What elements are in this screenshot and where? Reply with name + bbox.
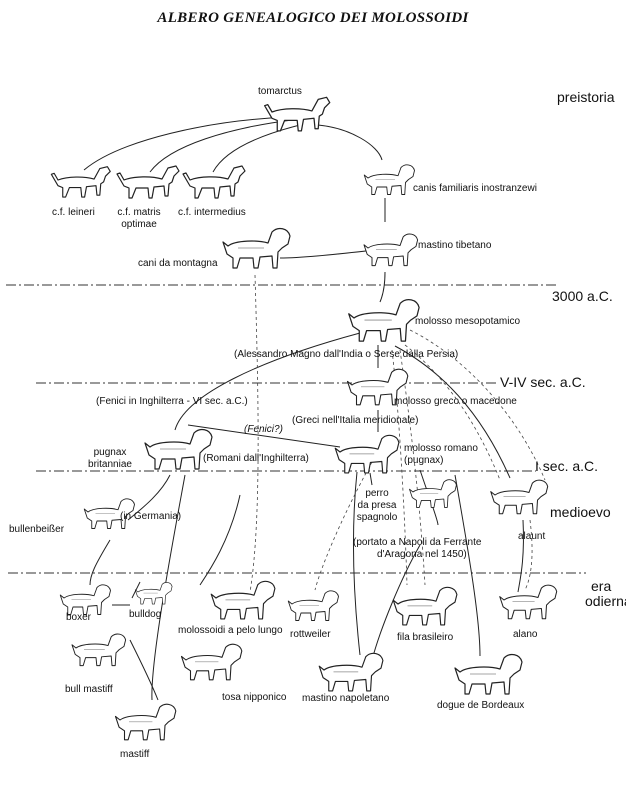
montagna-illustration (222, 227, 291, 269)
label-tosa: tosa nipponico (222, 692, 287, 703)
tosa-illustration (180, 643, 243, 681)
label-boxer: boxer (66, 612, 92, 623)
dogue-illustration (454, 653, 523, 695)
perro-illustration (409, 479, 457, 508)
tomarctus-illustration (264, 96, 331, 132)
label-montagna: cani da montagna (138, 258, 218, 269)
pelo-lungo-illustration (210, 580, 276, 620)
label-pugnax-paren: (pugnax) (404, 455, 444, 466)
label-da-presa: da presa (357, 500, 397, 511)
label-matris: c.f. matris (117, 207, 161, 218)
rottweiler-illustration (287, 590, 339, 621)
label-inostranzewi: canis familiaris inostranzewi (413, 183, 537, 194)
era-3000-ac: 3000 a.C. (552, 288, 613, 304)
label-napoletano: mastino napoletano (302, 693, 390, 704)
pugnax-illustration (144, 428, 213, 470)
tibetano-illustration (363, 233, 419, 267)
label-alano: alano (513, 629, 538, 640)
note-napoli: (portato a Napoli da Ferrante (353, 537, 482, 548)
romano-illustration (334, 434, 400, 474)
label-tomarctus: tomarctus (258, 86, 302, 97)
label-bullenbeisser: bullenbeißer (9, 524, 65, 535)
era-v-iv-sec: V-IV sec. a.C. (500, 374, 586, 390)
era-medioevo: medioevo (550, 504, 611, 520)
label-tibetano: mastino tibetano (418, 240, 492, 251)
leineri-illustration (50, 166, 111, 198)
mastiff-illustration (114, 703, 177, 741)
label-britanniae: britanniae (88, 459, 132, 470)
mesopotamico-illustration (348, 299, 420, 342)
label-dogue: dogue de Bordeaux (437, 700, 525, 711)
note-alessandro: (Alessandro Magno dall'India o Serse dal… (234, 349, 459, 360)
label-spagnolo: spagnolo (356, 512, 398, 523)
inostranzewi-illustration (363, 164, 415, 195)
note-greci-italia: (Greci nell'Italia meridionale) (292, 415, 419, 426)
label-intermedius: c.f. intermedius (178, 207, 246, 218)
era-odierna: odierna (585, 593, 626, 609)
bulldog-illustration (134, 582, 173, 605)
alano-illustration (499, 584, 558, 620)
era-dividers (6, 284, 586, 574)
era-i-sec: I sec. a.C. (535, 458, 599, 474)
diagram-title: ALBERO GENEALOGICO DEI MOLOSSOIDI (157, 10, 469, 26)
label-pugnax: pugnax (93, 447, 127, 458)
era-era: era (591, 578, 612, 594)
bull-mastiff-illustration (71, 633, 127, 667)
note-aragona: d'Aragona nel 1450) (377, 549, 467, 560)
label-leineri: c.f. leineri (52, 207, 95, 218)
boxer-illustration (59, 584, 111, 615)
note-fenici-question: (Fenici?) (244, 424, 283, 435)
note-fenici-inghilterra: (Fenici in Inghilterra - VI sec. a.C.) (96, 396, 248, 407)
label-perro: perro (365, 488, 389, 499)
label-greco: molosso greco o macedone (394, 396, 517, 407)
label-bull-mastiff: bull mastiff (65, 684, 113, 695)
era-preistoria: preistoria (557, 89, 615, 105)
label-bulldog: bulldog (129, 609, 162, 620)
alaunt-illustration (490, 479, 549, 515)
label-fila: fila brasileiro (397, 632, 454, 643)
label-rottweiler: rottweiler (290, 629, 331, 640)
note-romani-inghilterra: (Romani dall'Inghilterra) (203, 453, 309, 464)
label-mesopotamico: molosso mesopotamico (415, 316, 521, 327)
note-germania: (in Germania) (120, 511, 182, 522)
label-mastiff: mastiff (120, 749, 150, 760)
napoletano-illustration (318, 652, 384, 692)
label-romano: molosso romano (404, 443, 478, 454)
label-alaunt: alaunt (518, 531, 546, 542)
matris-illustration (116, 165, 180, 199)
label-pelo-lungo: molossoidi a pelo lungo (178, 625, 283, 636)
label-optimae: optimae (121, 219, 157, 230)
fila-illustration (392, 586, 458, 626)
